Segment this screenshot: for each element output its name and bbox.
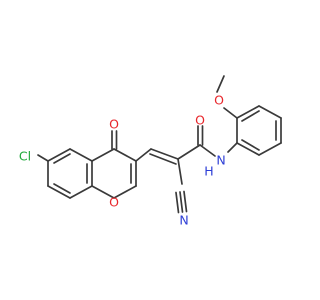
bond-c3-vinyl (135, 148, 152, 162)
bond-cn-triple-2 (183, 190, 188, 213)
atom-label-n-nitrile: N (179, 213, 188, 228)
chemical-structure-diagram: Cl O O O O N H N (19, 75, 282, 228)
bond-vinyl-2 (149, 153, 177, 165)
bond-cl-c6 (37, 154, 49, 162)
bond-benzo-5 (47, 185, 71, 199)
bond-aryl-5 (258, 142, 282, 156)
bond-aryl-double-1 (241, 110, 260, 122)
bond-aryl-3 (258, 105, 282, 119)
bond-benzo-double-1 (53, 153, 71, 164)
bond-pyran-2 (113, 148, 137, 162)
bond-pyran-1 (91, 148, 115, 162)
bond-n-aryl (227, 142, 238, 153)
atom-label-cl: Cl (19, 149, 31, 164)
bond-benzo-4 (69, 185, 93, 199)
atom-labels: Cl O O O O N H N (19, 93, 226, 228)
bond-benzo-2 (69, 148, 93, 162)
bond-vinyl-1 (150, 148, 179, 160)
bond-pyran-5 (91, 185, 115, 199)
bond-aryl-6 (236, 142, 260, 156)
bond-benzo-1 (47, 148, 71, 162)
bond-cn-triple-1 (179, 191, 184, 213)
bonds (37, 75, 282, 214)
bond-aryl-2 (236, 105, 260, 119)
bond-c-amide (177, 144, 201, 160)
atom-label-o-ring: O (109, 195, 119, 210)
atom-label-o-amide: O (195, 113, 205, 128)
bond-benzo-double-3 (53, 183, 71, 194)
bond-amide-n (199, 144, 216, 157)
atom-label-h-amide: H (204, 164, 213, 179)
atom-label-o-methoxy: O (214, 93, 224, 108)
bond-cn-triple-3 (175, 191, 180, 214)
bond-c-cn (177, 158, 183, 185)
bond-ome-ch3 (216, 75, 225, 93)
bond-aryl-double-3 (241, 139, 260, 151)
atom-label-o-ketone: O (109, 117, 119, 132)
bond-aryl-ome (223, 107, 238, 119)
atom-label-n-amide: N (216, 153, 225, 168)
bond-pyran-4 (113, 185, 137, 199)
